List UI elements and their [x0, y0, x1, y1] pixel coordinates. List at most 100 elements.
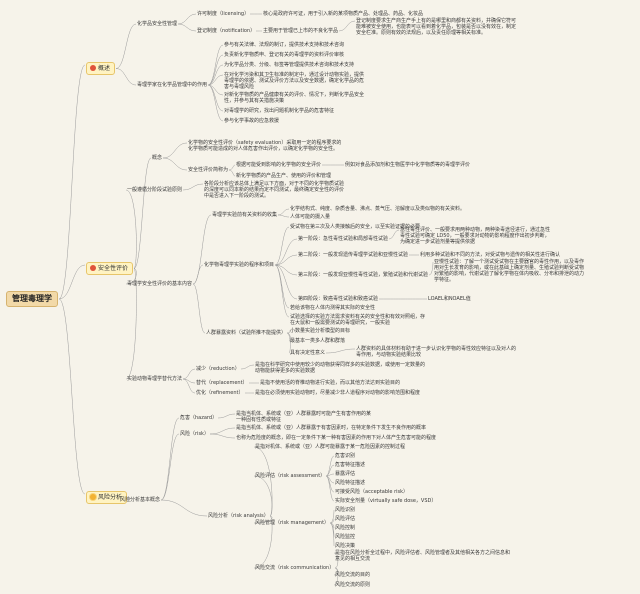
node-management-item[interactable]: 风险识别: [335, 507, 356, 513]
connector: [160, 433, 180, 501]
connector: [274, 264, 290, 318]
connector: [274, 254, 298, 266]
node-pretest-item[interactable]: 化学结构式、纯度、杂质含量、沸点、蒸气压、溶解度以及类似物的有关资料。: [290, 206, 466, 212]
connector: [160, 499, 208, 517]
node-safety-evaluation-scope[interactable]: 安全性评价简称为: [188, 167, 229, 173]
connector: [274, 226, 290, 266]
node-risk-assessment[interactable]: 风险评估（risk assessment）: [255, 473, 326, 479]
node-scope-item-desc[interactable]: 例如对食品添加剂和生物医学中化学物质等的毒理学评价: [345, 162, 471, 168]
node-communication-item[interactable]: 风险交流的原则: [335, 582, 371, 588]
node-reduction[interactable]: 减少（reduction）: [196, 366, 240, 372]
node-stage-2-desc[interactable]: 利用多种试验和不同的方法，对受试物与遗传的相关性进行确认: [420, 252, 561, 258]
node-decisive-significance[interactable]: 具有决定性意义: [290, 350, 326, 356]
category-label: 概述: [98, 65, 111, 72]
node-refinement-desc[interactable]: 是指在必须使用实验动物时，尽量减少非人道程序对动物的影响范围和程度: [255, 390, 421, 396]
node-assessment-item[interactable]: 风险特征描述: [335, 480, 366, 486]
node-toxicologist-role[interactable]: 毒理学家在化学品管理中的作用: [137, 82, 208, 88]
root-topic[interactable]: 管理毒理学: [6, 291, 58, 307]
node-test-extra[interactable]: 试验选择的实验方法需求资料有关的安全性和有效对照组，存在大鼠和一般需要测试的毒理…: [290, 314, 426, 326]
node-concept[interactable]: 概念: [152, 155, 163, 161]
node-test-intro[interactable]: 受试物在第三次及人类接触后的安全，以至实验证据的必要: [290, 224, 421, 230]
connector: [274, 264, 298, 276]
node-role-item[interactable]: 对毒理学的研究，找出问题机制化学品的危害特征: [224, 108, 335, 114]
connector: [182, 183, 204, 191]
node-test-extra[interactable]: 若给该物在人体内测得其实际的安全性: [290, 305, 376, 311]
connector: [253, 446, 273, 517]
node-stage-4[interactable]: 第四阶段：致癌毒性试验和致癌试验: [298, 296, 379, 302]
node-risk-management[interactable]: 风险管理（risk management）: [255, 520, 330, 526]
connector: [162, 142, 188, 159]
node-scope-item[interactable]: 根据可能受到影响的化学物的安全评价: [236, 162, 322, 168]
node-licensing[interactable]: 许可制度（licensing）: [197, 11, 250, 17]
connector: [274, 238, 298, 266]
connector: [209, 433, 236, 439]
warning-icon: [90, 265, 96, 271]
category-safety-evaluation[interactable]: 安全性评价: [86, 262, 134, 275]
node-reduction-desc[interactable]: 是指在科学研究中使用较少的动物获得同样多的实验数据，或使用一定数量的动物能获得更…: [255, 362, 426, 374]
node-stage-2[interactable]: 第二阶段：一般发现遗传毒理学试验和亚慢性试验: [298, 252, 409, 258]
node-exposure-item[interactable]: 最基本一类多人群和群落: [290, 338, 346, 344]
node-role-item[interactable]: 为化学品分类、分级、标签等管理提供技术咨询和技术支持: [224, 62, 355, 68]
node-hazard-desc[interactable]: 是指当机体、系统或（亚）人群暴露时可能产生有害作用的某一种固有性质或特征: [236, 411, 372, 423]
node-chemical-management[interactable]: 化学品安全性管理: [137, 21, 178, 27]
node-notification-note[interactable]: 登记制度要求生产商生产手上有的是哪里和商都有关资料，并确保它符可能难被安全使用，…: [356, 18, 517, 36]
node-test-procedure[interactable]: 化学物毒理学实验的程序和项目: [204, 262, 275, 268]
node-risk-analysis[interactable]: 风险分析（risk analysis）: [208, 513, 269, 519]
connector: [162, 157, 188, 171]
node-management-item[interactable]: 风险决策: [335, 543, 356, 549]
category-overview[interactable]: 概述: [86, 62, 116, 75]
node-role-item[interactable]: 对新化学物质的产品健康有关的评价、情况下，判断化学品安全性，并参与其有关措施决策: [224, 92, 365, 104]
node-notification[interactable]: 登记制度（notification）: [197, 28, 256, 34]
node-management-item[interactable]: 风险监控: [335, 534, 356, 540]
node-population-exposure[interactable]: 人群暴露资料（试验所推不能提供）: [206, 330, 287, 336]
node-risk-analysis-intro[interactable]: 是指对机体、系统或（亚）人群可能暴露于某一危险因素的控制过程: [255, 444, 406, 450]
node-concept-desc[interactable]: 化学物的安全性评价（safety evaluation）采取用一定的程序要求的化…: [188, 140, 342, 152]
node-role-item[interactable]: 负责新化学物质申、登记有关的毒理学的资料评价审核: [224, 52, 345, 58]
node-alternative-methods[interactable]: 实验动物毒理学替代方法: [127, 376, 183, 382]
node-communication-item[interactable]: 风险交流的目的: [335, 572, 371, 578]
node-risk-item[interactable]: 是指当机体、系统或（亚）人群暴露于有害因素时，在特定条件下发生不良作用的概率: [236, 425, 427, 431]
connector: [207, 84, 224, 112]
node-assessment-item[interactable]: 实际安全剂量（virtually safe dose，VSD）: [335, 498, 437, 504]
node-risk-communication[interactable]: 风险交流（risk communication）: [255, 565, 335, 571]
node-stage-1-desc[interactable]: 急性毒性评价、一般要求用两种动物，两种染毒途径进行，通过急性毒性试验可确定 LD…: [400, 227, 551, 245]
node-staged-testing-desc[interactable]: 各阶段分析应该总体上满足以下方面，对于不同的化学物质试验的深度可以同本新的结果而…: [204, 181, 345, 199]
node-hazard[interactable]: 危害（hazard）: [180, 415, 218, 421]
node-replacement[interactable]: 替代（replacement）: [196, 380, 248, 386]
node-staged-testing[interactable]: 一般遵循分阶段试验原则: [127, 187, 183, 193]
node-assessment-item[interactable]: 危害识别: [335, 453, 356, 459]
node-communication-desc[interactable]: 是指在风险分析全过程中，风险评估者、风险管理者及其他相关各方之间信息和意见的相互…: [335, 550, 511, 562]
node-notification-desc[interactable]: 主要用于管理已上市的不良化学品: [263, 28, 339, 34]
node-role-item[interactable]: 在对化学污染和其卫生标准的制定中，通过设计动物实验，提供毒理学的依据、测试及评价…: [224, 72, 365, 90]
node-role-item[interactable]: 参与有关法律、法规的制订，提供技术支持和技术咨询: [224, 42, 345, 48]
node-replacement-desc[interactable]: 是指不使用活的脊椎动物进行实验，而以其他方法达到实验目的: [260, 380, 401, 386]
node-assessment-item[interactable]: 可接受风险（acceptable risk）: [335, 489, 409, 495]
node-refinement[interactable]: 优化（refinement）: [196, 390, 244, 396]
node-licensing-desc[interactable]: 核心是政府许可证，用于引入新的某项物质产品、处理品、药品、化妆品: [263, 11, 424, 17]
node-risk-basic-concepts[interactable]: 风险分析基本概念: [120, 497, 161, 503]
node-stage-3[interactable]: 第三阶段：一般发现亚慢性毒性试验，繁殖试验和代谢试验: [298, 272, 429, 278]
connector: [177, 13, 197, 25]
node-risk[interactable]: 风险（risk）: [180, 431, 209, 437]
node-stage-3-desc[interactable]: 亚慢性试验：了解一个测试受试物在主要器官的毒性作用，以及毒作用对生长发育的影响，…: [434, 259, 585, 283]
node-risk-item[interactable]: 也称为危险度的概念，即在一定条件下某一种有害因素的作用下对人体产生危害可能的程度: [236, 435, 437, 441]
node-scope-item[interactable]: 新化学物质的产品生产、使用的评价和管理: [236, 173, 332, 179]
category-risk-analysis[interactable]: 风险分析: [86, 491, 128, 504]
node-pretest-data[interactable]: 毒理学实验前有关资料的收集: [212, 212, 278, 218]
node-pretest-item[interactable]: 人体可能的摄入量: [290, 214, 331, 220]
connector: [277, 214, 290, 218]
node-management-item[interactable]: 风险评估: [335, 516, 356, 522]
connector: [115, 68, 137, 86]
node-exposure-item[interactable]: 小数量实验分析模型的目标: [290, 328, 351, 334]
node-stage-4-desc[interactable]: LOAEL和NOAEL值: [428, 296, 471, 302]
node-assessment-item[interactable]: 危害特征描述: [335, 462, 366, 468]
connector: [428, 261, 434, 276]
node-decisive-desc[interactable]: 人群资料的具体材料有助于进一步认识化学物的毒性效应特征以及对人的毒作用，与动物实…: [356, 346, 517, 358]
node-assessment-item[interactable]: 暴露评估: [335, 471, 356, 477]
node-management-item[interactable]: 风险控制: [335, 525, 356, 531]
node-stage-1[interactable]: 第一阶段：急性毒性试验和局部毒性试验: [298, 236, 389, 242]
node-basic-content[interactable]: 毒理学安全性评价的基本内容: [127, 281, 193, 287]
connector: [329, 522, 335, 547]
node-role-item[interactable]: 参与化学事故的应急救援: [224, 118, 280, 124]
connector: [325, 475, 335, 502]
